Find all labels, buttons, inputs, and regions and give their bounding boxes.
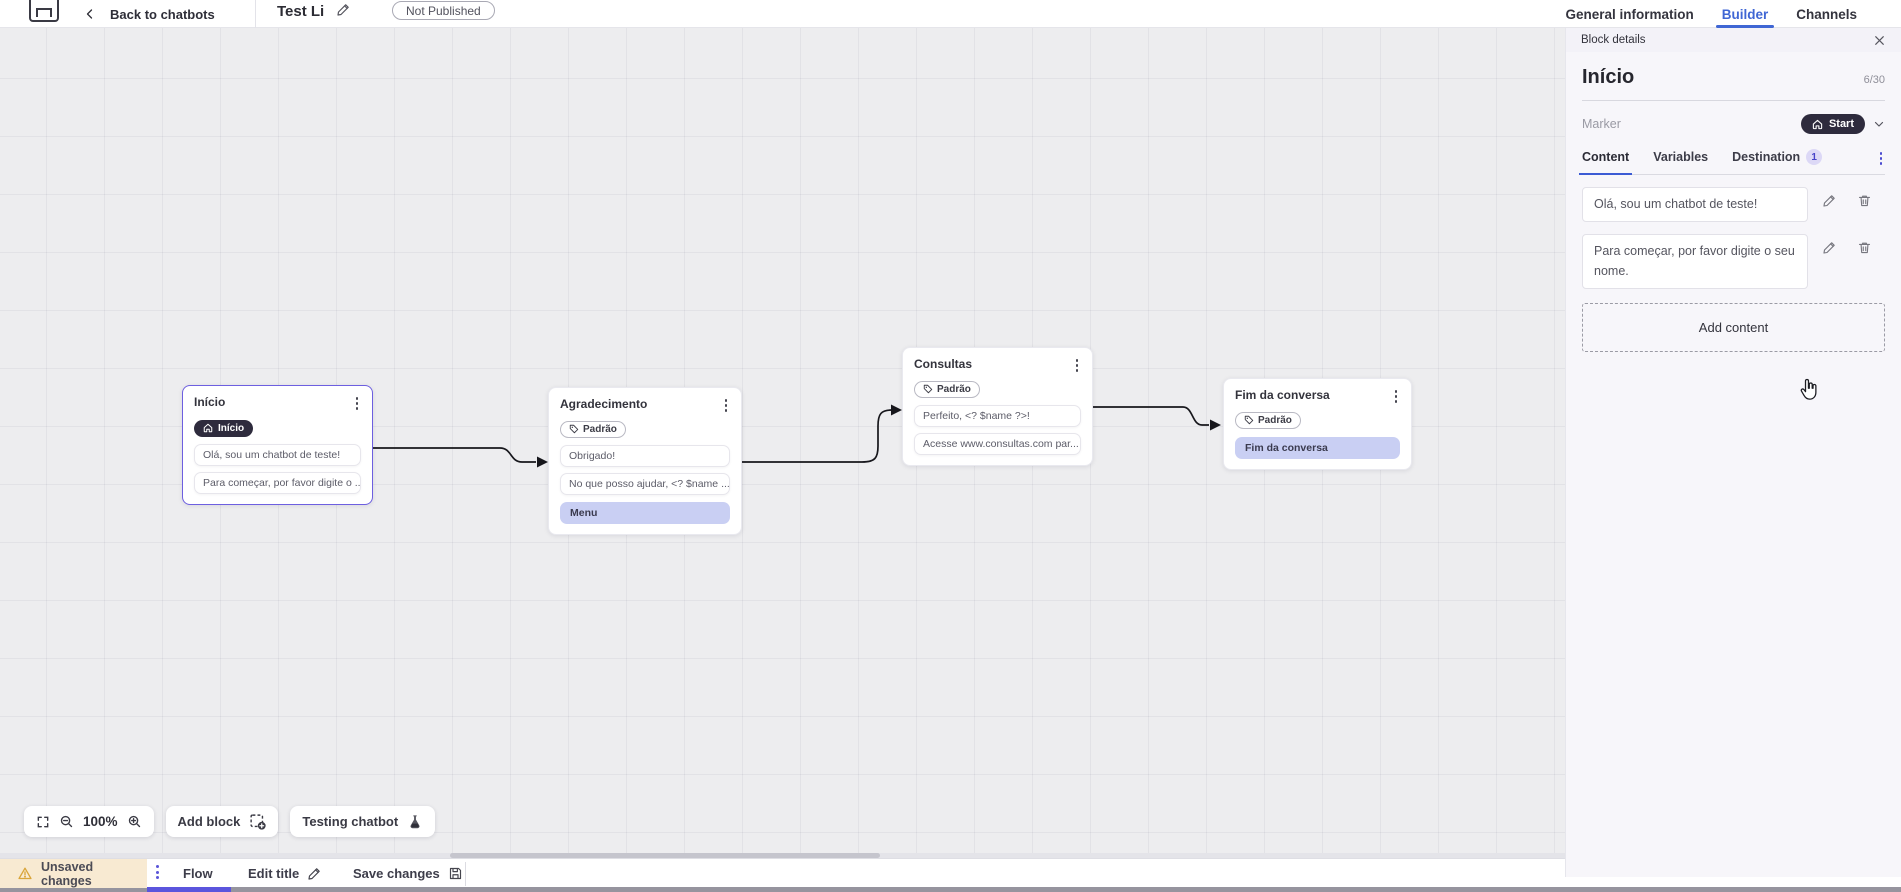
- bot-title: Test Li: [277, 3, 325, 20]
- panel-body: Início 6/30 Marker Start Content Variabl…: [1566, 66, 1901, 400]
- edit-title-button[interactable]: Edit title: [248, 859, 322, 888]
- connector-inicio-agradecimento: [373, 447, 536, 463]
- chevron-left-icon: [84, 8, 96, 20]
- top-bar: Back to chatbots Test Li Not Published G…: [0, 0, 1901, 28]
- edit-message-icon[interactable]: [1822, 240, 1837, 255]
- padrao-tag: Padrão: [914, 380, 980, 398]
- delete-message-icon[interactable]: [1857, 240, 1872, 255]
- block-message[interactable]: Perfeito, <? $name ?>!: [914, 405, 1081, 427]
- tag-icon: [569, 424, 579, 434]
- block-details-panel: Block details Início 6/30 Marker Start C: [1565, 28, 1901, 877]
- divider: [465, 862, 466, 886]
- panel-tabs-menu-icon[interactable]: [1877, 150, 1886, 167]
- flow-canvas[interactable]: Início Início Olá, sou um chatbot de tes…: [0, 28, 1565, 853]
- zoom-in-icon[interactable]: [127, 814, 142, 829]
- panel-title: Block details: [1581, 34, 1646, 46]
- back-to-chatbots-link[interactable]: Back to chatbots: [84, 0, 215, 28]
- scrollbar-thumb[interactable]: [450, 853, 880, 858]
- panel-tabs: Content Variables Destination 1: [1578, 149, 1886, 175]
- block-name-field[interactable]: Início 6/30: [1582, 66, 1885, 101]
- pencil-icon: [307, 866, 322, 881]
- mouse-cursor-icon: [1798, 378, 1820, 407]
- flow-block-agradecimento[interactable]: Agradecimento Padrão Obrigado! No que po…: [548, 387, 742, 535]
- bottom-menu-icon[interactable]: [153, 863, 162, 881]
- save-changes-button[interactable]: Save changes: [353, 859, 463, 888]
- marker-row: Marker Start: [1582, 114, 1885, 134]
- unsaved-changes-indicator: Unsaved changes: [0, 859, 147, 888]
- destination-count-badge: 1: [1806, 149, 1823, 165]
- block-title: Agradecimento: [560, 397, 648, 411]
- chevron-down-icon[interactable]: [1873, 118, 1885, 130]
- tab-channels[interactable]: Channels: [1796, 6, 1857, 22]
- block-menu-icon[interactable]: [1392, 388, 1401, 405]
- save-icon: [448, 866, 463, 881]
- start-badge: Início: [194, 419, 254, 437]
- panel-header: Block details: [1566, 28, 1901, 52]
- zoom-level-label: 100%: [83, 814, 118, 829]
- delete-message-icon[interactable]: [1857, 193, 1872, 208]
- block-message[interactable]: Olá, sou um chatbot de teste!: [194, 444, 361, 466]
- horizontal-scrollbar: [0, 853, 1565, 858]
- zoom-out-icon[interactable]: [59, 814, 74, 829]
- top-tabs: General information Builder Channels: [1565, 0, 1857, 28]
- tab-flow[interactable]: Flow: [183, 866, 213, 881]
- block-title: Início: [194, 395, 226, 409]
- block-menu-icon[interactable]: [1073, 357, 1082, 374]
- tab-content[interactable]: Content: [1578, 150, 1633, 175]
- message-text-field[interactable]: Para começar, por favor digite o seu nom…: [1582, 234, 1808, 290]
- tab-builder[interactable]: Builder: [1715, 0, 1774, 28]
- tab-variables[interactable]: Variables: [1653, 150, 1709, 164]
- warning-icon: [17, 866, 33, 881]
- status-badge: Not Published: [392, 1, 495, 20]
- marker-start-pill[interactable]: Start: [1800, 114, 1865, 134]
- flow-block-fim-da-conversa[interactable]: Fim da conversa Padrão Fim da conversa: [1223, 378, 1412, 470]
- connector-wires: [373, 404, 1221, 468]
- add-content-button[interactable]: Add content: [1582, 303, 1885, 353]
- block-title: Consultas: [914, 357, 973, 371]
- tab-destination[interactable]: Destination 1: [1732, 149, 1823, 165]
- block-action-menu[interactable]: Menu: [560, 502, 730, 524]
- block-menu-icon[interactable]: [353, 395, 362, 412]
- padrao-tag: Padrão: [560, 420, 626, 438]
- char-counter: 6/30: [1863, 74, 1885, 86]
- flask-icon: [407, 814, 423, 830]
- canvas-toolbar: 100% Add block Testing chatbot: [24, 806, 436, 837]
- app-logo-icon[interactable]: [29, 0, 59, 22]
- flow-block-consultas[interactable]: Consultas Padrão Perfeito, <? $name ?>! …: [902, 347, 1093, 466]
- flow-block-inicio[interactable]: Início Início Olá, sou um chatbot de tes…: [182, 385, 373, 505]
- zoom-controls: 100%: [24, 806, 154, 837]
- block-name[interactable]: Início: [1582, 66, 1635, 88]
- connector-consultas-fim: [1093, 406, 1209, 426]
- tab-general-information[interactable]: General information: [1565, 6, 1694, 22]
- add-block-button[interactable]: Add block: [165, 806, 279, 837]
- home-icon: [1812, 119, 1823, 130]
- edit-bot-title-icon[interactable]: [336, 2, 351, 17]
- marker-label: Marker: [1582, 117, 1621, 131]
- add-block-icon: [249, 813, 267, 830]
- block-action-end[interactable]: Fim da conversa: [1235, 437, 1400, 459]
- home-icon: [203, 423, 213, 433]
- block-message[interactable]: Para começar, por favor digite o ...: [194, 472, 361, 494]
- block-message[interactable]: Obrigado!: [560, 445, 730, 467]
- block-menu-icon[interactable]: [722, 397, 731, 414]
- padrao-tag: Padrão: [1235, 411, 1301, 429]
- testing-chatbot-button[interactable]: Testing chatbot: [290, 806, 436, 837]
- divider: [255, 0, 256, 28]
- message-row: Olá, sou um chatbot de teste!: [1582, 187, 1885, 223]
- bottom-strip: [0, 887, 1901, 892]
- tag-icon: [1244, 415, 1254, 425]
- block-message[interactable]: No que posso ajudar, <? $name ...: [560, 473, 730, 495]
- connector-agradecimento-consultas: [742, 409, 893, 463]
- tag-icon: [923, 384, 933, 394]
- flow-tab-underline: [147, 887, 231, 892]
- close-icon[interactable]: [1873, 34, 1886, 47]
- message-row: Para começar, por favor digite o seu nom…: [1582, 234, 1885, 290]
- message-text-field[interactable]: Olá, sou um chatbot de teste!: [1582, 187, 1808, 223]
- fullscreen-icon[interactable]: [36, 815, 50, 829]
- block-message[interactable]: Acesse www.consultas.com par...: [914, 433, 1081, 455]
- block-title: Fim da conversa: [1235, 388, 1330, 402]
- edit-message-icon[interactable]: [1822, 193, 1837, 208]
